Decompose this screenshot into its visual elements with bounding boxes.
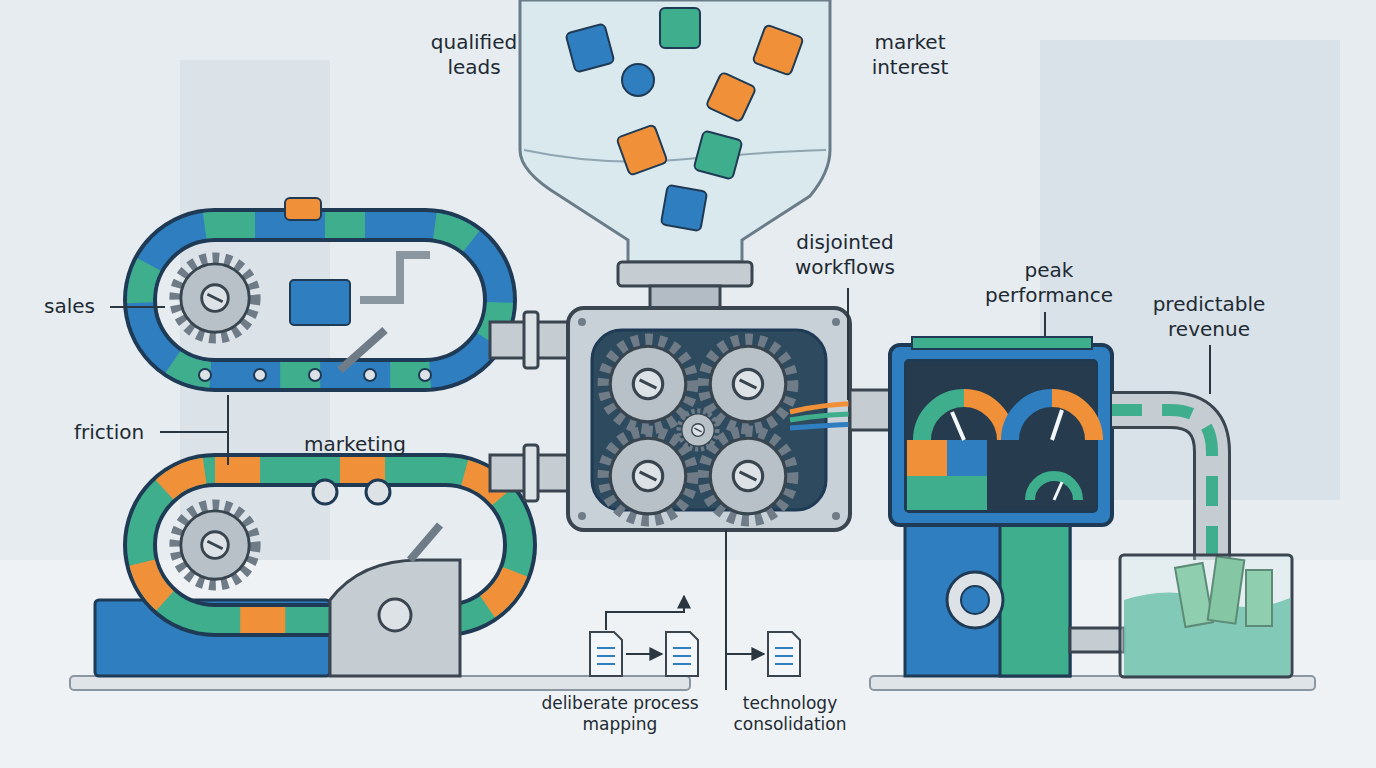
process-arrow [726,653,764,655]
funnel-liquid-line [524,150,826,162]
sales-gear [175,258,255,338]
revenue-container [1120,555,1292,677]
bolt [578,318,586,326]
gauge-arc [1052,398,1094,440]
gauge-arc [1010,398,1052,440]
revenue-pipe [1112,410,1212,560]
leader-line [110,306,165,308]
bolt [832,512,840,520]
gauge-arc [922,398,964,440]
leader-line [1209,345,1211,394]
screen-tile [947,476,987,510]
process-arrow [606,596,684,630]
marketing-lever [410,525,440,560]
sales-belt-segment [140,225,500,375]
belt-item [285,198,321,220]
gauge-panel [890,345,1112,525]
lead-block [622,64,654,96]
sales-lever [340,330,385,370]
callout-label: market interest [852,30,968,80]
gauge-stand-panel [1000,525,1070,676]
belt-roller [364,369,376,381]
gauge-stand [905,525,1070,676]
callout-label: marketing [290,432,420,457]
gearbox-outlet [850,390,892,430]
belt-roller [309,369,321,381]
gauge-needle [1054,482,1062,500]
screen-tile [907,476,947,510]
document-lines [673,648,691,664]
leader-line [160,431,228,433]
bolt [832,318,840,326]
gauge-top-strip [912,337,1092,349]
marketing-belt-outline [140,470,520,620]
callout-label: deliberate process mapping [535,693,705,736]
friction-bracket [227,395,229,465]
belt-roller [313,480,337,504]
leader-line [1044,312,1046,337]
callout-label: qualified leads [418,30,530,80]
belt-roller [254,369,266,381]
belt-roller [366,480,390,504]
revenue-pipe-outline [1112,410,1212,560]
lead-block [752,24,803,75]
base-plate [70,676,690,690]
gauge-screen [905,360,1097,512]
document-lines [775,648,793,664]
press-wheel [379,599,411,631]
lead-block [566,24,615,73]
leader-line [725,530,727,690]
callout-label: friction [74,420,164,445]
gearbox-gear [704,432,792,520]
sales-belt [140,225,500,375]
belt-roller [199,369,211,381]
lead-block [694,131,743,180]
leader-line [847,288,849,400]
marketing-gear [175,505,255,585]
gearbox-gear [704,340,792,428]
gauge-needle [1052,410,1062,440]
pipe-flange [524,312,538,368]
process-arrow [626,653,662,655]
pipe-flange [524,445,538,501]
callout-label: peak performance [978,258,1120,308]
gearbox-gear [679,411,717,449]
lead-block [661,185,707,231]
sales-belt-outline [140,225,500,375]
belt-roller [419,369,431,381]
gauge-arc [1030,476,1078,500]
document-icon [666,632,698,676]
stand-pipe [1070,628,1124,652]
document-icon [768,632,800,676]
callout-label: technology consolidation [715,693,865,736]
lead-funnel [520,0,830,262]
revenue-flow [1112,410,1212,560]
document-lines [597,648,615,664]
funnel-collar [618,262,752,286]
lead-block [616,124,667,175]
callout-label: sales [44,294,114,319]
marketing-belt-segment [140,470,520,620]
marketing-press [330,560,460,676]
sales-pipe [360,255,430,300]
gearbox-gear [604,432,692,520]
screen-tile [907,440,947,476]
callout-label: disjointed workflows [770,230,920,280]
lead-block [706,72,756,122]
callout-label: predictable revenue [1135,292,1283,342]
lead-block [660,8,700,48]
gauge-arc [964,398,1006,440]
gearbox-gear [604,340,692,428]
sales-control-box [290,280,350,325]
gauge-needle [952,412,964,440]
screen-tile [947,440,987,476]
document-icon [590,632,622,676]
stand-dial [947,572,1003,628]
stand-dial-center [961,586,989,614]
bolt [578,512,586,520]
marketing-belt [140,470,520,620]
